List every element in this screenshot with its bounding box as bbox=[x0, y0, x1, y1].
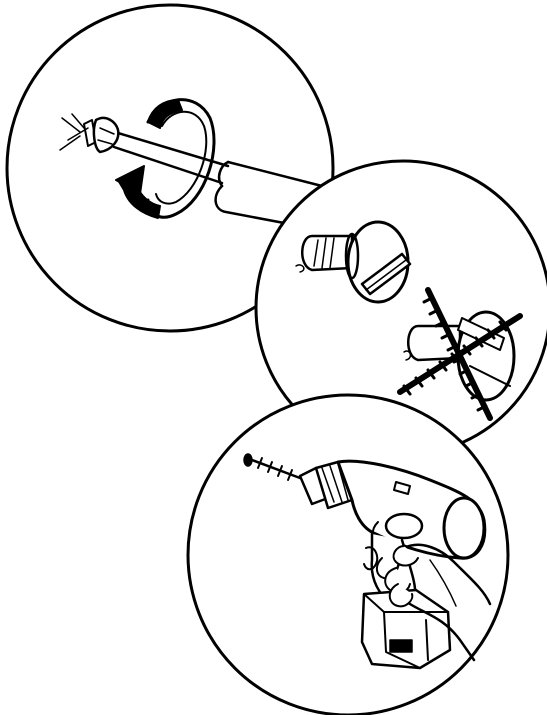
drill-panel bbox=[188, 395, 508, 715]
